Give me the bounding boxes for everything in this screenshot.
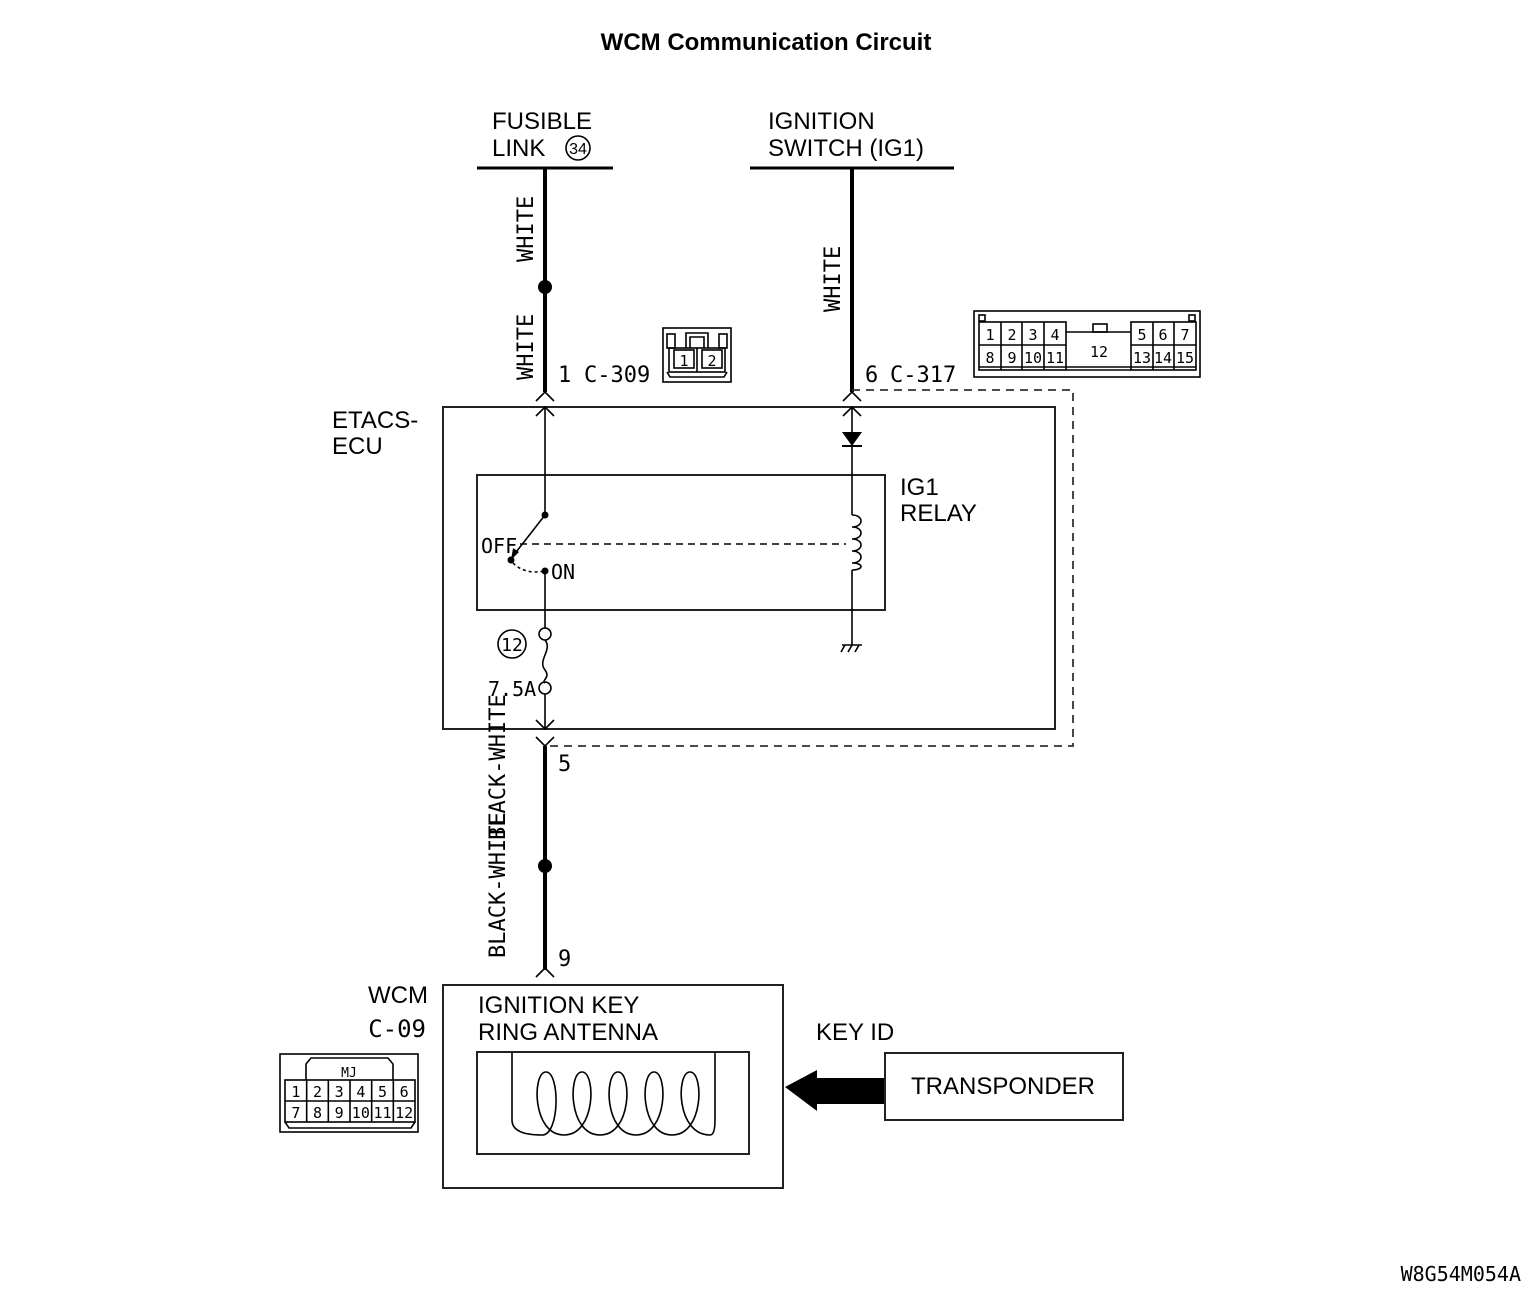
splice-point-upper xyxy=(538,280,552,294)
fusible-link-number: 34 xyxy=(569,141,587,158)
svg-text:BLACK-WHITE: BLACK-WHITE xyxy=(486,812,511,958)
relay-label-line2: RELAY xyxy=(900,500,977,527)
c317-pin-3: 3 xyxy=(1028,326,1037,344)
antenna-box xyxy=(476,1051,750,1155)
c317-pin-6: 6 xyxy=(1158,326,1167,344)
switch-arm xyxy=(512,514,546,557)
wcm-label: WCM xyxy=(368,982,428,1009)
switch-off-contact xyxy=(507,556,515,564)
c09-pin-2: 2 xyxy=(313,1083,322,1101)
c317-pin-1: 1 xyxy=(985,326,994,344)
fuse-terminal-bottom xyxy=(538,681,552,695)
antenna-label-line2: RING ANTENNA xyxy=(478,1019,658,1046)
fusible-link-source: FUSIBLE LINK 34 xyxy=(477,108,613,170)
c317-connector-name: C-317 xyxy=(890,363,956,388)
c09-header: MJ xyxy=(341,1066,357,1081)
etacs-label-line1: ETACS- xyxy=(332,407,418,434)
c309-connector-icon: 1 2 xyxy=(662,327,732,383)
wire-color-output-lower: BLACK-WHITE xyxy=(486,812,511,958)
c309-pin-1: 1 xyxy=(679,352,688,370)
etacs-label-line2: ECU xyxy=(332,433,383,460)
wcm-connector-name: C-09 xyxy=(368,1015,426,1043)
c09-pin-11: 11 xyxy=(373,1104,391,1122)
switch-on-label: ON xyxy=(551,560,575,584)
c09-pin-10: 10 xyxy=(352,1104,370,1122)
c09-pin-7: 7 xyxy=(291,1104,300,1122)
antenna-coil-winding xyxy=(511,1052,716,1136)
fuse-terminal-top xyxy=(538,627,552,641)
wire-color-fusible-upper: WHITE xyxy=(514,196,539,262)
c317-pin-15: 15 xyxy=(1176,349,1194,367)
antenna-label-line1: IGNITION KEY xyxy=(478,992,639,1019)
fusible-link-label-line1: FUSIBLE xyxy=(492,108,592,135)
relay-label-line1: IG1 xyxy=(900,474,939,501)
c09-pin-4: 4 xyxy=(356,1083,365,1101)
c317-pin-number: 6 xyxy=(865,363,878,388)
wire-color-fusible-lower: WHITE xyxy=(514,314,539,380)
key-id-arrow-icon xyxy=(785,1070,885,1111)
fuse-element xyxy=(541,639,549,684)
c317-pin-9: 9 xyxy=(1007,349,1016,367)
c317-pin-2: 2 xyxy=(1007,326,1016,344)
ignition-switch-label-line2: SWITCH (IG1) xyxy=(768,135,924,162)
fusible-link-label-line2: LINK xyxy=(492,135,545,162)
c317-pin-4: 4 xyxy=(1050,326,1059,344)
ignition-switch-label-line1: IGNITION xyxy=(768,108,875,135)
diagram-title: WCM Communication Circuit xyxy=(601,29,932,56)
figure-id: W8G54M054A xyxy=(1401,1262,1521,1286)
transponder-box xyxy=(884,1052,1124,1121)
switch-arm-arrowhead xyxy=(511,548,519,560)
c09-pin-3: 3 xyxy=(335,1083,344,1101)
splice-point-lower xyxy=(538,859,552,873)
svg-text:BLACK-WHITE: BLACK-WHITE xyxy=(486,694,511,840)
wcm-input-pin: 9 xyxy=(558,947,571,972)
c09-pin-12: 12 xyxy=(395,1104,413,1122)
ignition-switch-source: IGNITION SWITCH (IG1) xyxy=(750,108,954,170)
ig1-relay-box xyxy=(476,474,886,611)
wcm-box xyxy=(442,984,784,1189)
c309-pin-2: 2 xyxy=(707,352,716,370)
c317-pin-14: 14 xyxy=(1154,349,1172,367)
fuse-number-circle xyxy=(497,629,527,659)
c317-pin-10: 10 xyxy=(1024,349,1042,367)
key-id-label: KEY ID xyxy=(816,1019,894,1046)
transponder-label: TRANSPONDER xyxy=(911,1073,1095,1100)
c09-pin-1: 1 xyxy=(291,1083,300,1101)
diode-icon xyxy=(842,432,862,446)
wire-color-output-upper: BLACK-WHITE xyxy=(486,694,511,840)
relay-coil-icon xyxy=(851,514,862,571)
c309-connector-name: C-309 xyxy=(584,363,650,388)
wire-color-ignition: WHITE xyxy=(821,246,846,312)
c09-pin-8: 8 xyxy=(313,1104,322,1122)
switch-travel-path xyxy=(512,562,546,573)
c09-pin-5: 5 xyxy=(378,1083,387,1101)
c309-pin-number: 1 xyxy=(558,363,571,388)
c317-pin-8: 8 xyxy=(985,349,994,367)
etacs-output-pin: 5 xyxy=(558,752,571,777)
fuse-rating: 7.5A xyxy=(488,677,536,701)
switch-off-label: OFF xyxy=(481,534,517,558)
ground-icon xyxy=(840,644,862,653)
c317-pin-13: 13 xyxy=(1133,349,1151,367)
c317-pin-11: 11 xyxy=(1046,349,1064,367)
fusible-link-number-circle xyxy=(565,135,591,161)
etacs-ecu-box xyxy=(442,406,1056,730)
c09-pin-6: 6 xyxy=(400,1083,409,1101)
c317-pin-7: 7 xyxy=(1180,326,1189,344)
antenna-coil-icon xyxy=(511,1052,716,1136)
connector-mark-wcm-in xyxy=(535,966,555,978)
c317-pin-5: 5 xyxy=(1137,326,1146,344)
etacs-dashed-boundary xyxy=(545,389,1074,747)
c317-pin-12: 12 xyxy=(1090,343,1108,361)
c09-pin-9: 9 xyxy=(335,1104,344,1122)
fuse-number: 12 xyxy=(501,635,523,656)
